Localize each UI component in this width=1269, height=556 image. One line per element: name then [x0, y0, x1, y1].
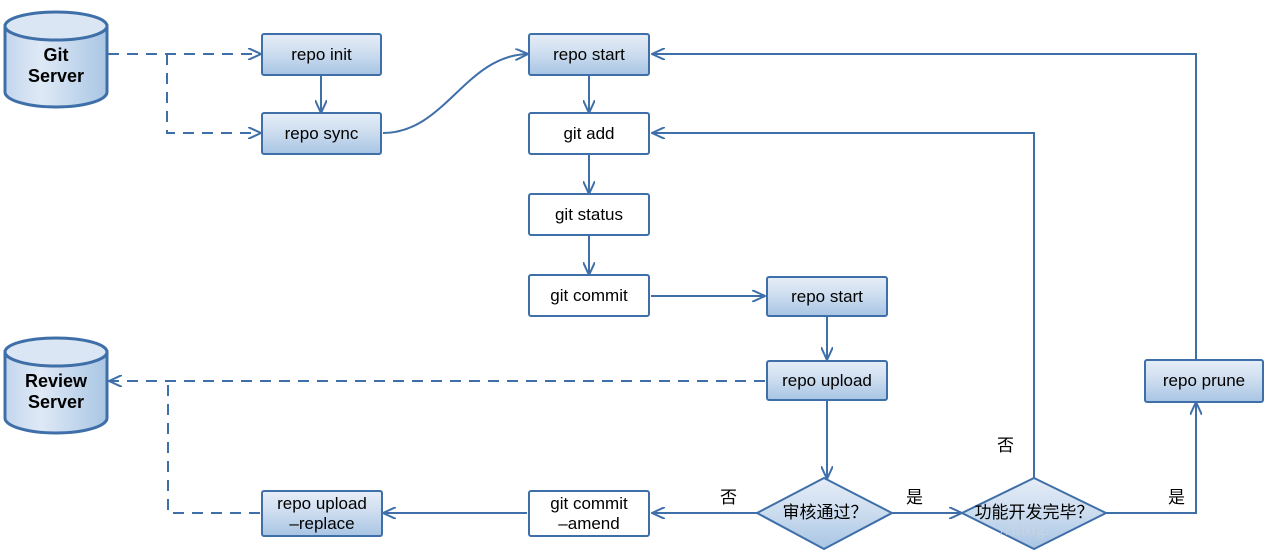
- node-repo-start-mid[interactable]: repo start: [766, 276, 888, 317]
- node-git-commit-label: git commit: [550, 285, 628, 305]
- node-repo-start-mid-label: repo start: [791, 286, 863, 306]
- node-git-add[interactable]: git add: [528, 112, 650, 155]
- node-git-add-label: git add: [563, 123, 615, 143]
- node-git-commit-amend-label-line1: git commit: [550, 493, 628, 513]
- datastore-git-server[interactable]: Git Server: [5, 26, 107, 106]
- node-git-commit-amend-label-line2: –amend: [558, 513, 620, 533]
- watermark-text: //blog.: [1000, 520, 1051, 539]
- node-repo-sync-label: repo sync: [284, 123, 359, 143]
- node-repo-upload[interactable]: repo upload: [766, 360, 888, 401]
- edge-label-review-passed-yes: 是: [906, 488, 923, 507]
- edge-reposync-to-repostart: [382, 54, 527, 134]
- node-repo-prune[interactable]: repo prune: [1144, 359, 1264, 403]
- node-repo-init-label: repo init: [291, 44, 352, 64]
- node-git-commit-amend[interactable]: git commit –amend: [528, 490, 650, 537]
- decision-shapes: [754, 476, 1109, 551]
- node-repo-start-top-label: repo start: [553, 44, 625, 64]
- node-review-passed[interactable]: 审核通过？: [757, 495, 893, 531]
- edge-label-review-passed-no: 否: [720, 488, 737, 507]
- datastore-shapes: [3, 10, 109, 435]
- edge-label-feature-done-no: 否: [997, 436, 1014, 455]
- node-repo-prune-label: repo prune: [1162, 371, 1246, 391]
- review-passed-shape[interactable]: [754, 476, 895, 551]
- git-server-shape: [3, 10, 109, 109]
- node-repo-upload-label: repo upload: [782, 370, 872, 390]
- feature-done-shape[interactable]: [959, 476, 1109, 551]
- edge-gitserver-to-reposync: [166, 54, 260, 133]
- review-server-shape: [3, 336, 109, 435]
- node-feature-done-label: 功能开发完毕？: [974, 503, 1094, 523]
- node-repo-upload-replace-label-line2: –replace: [289, 513, 355, 533]
- edge-featuredone-yes-to-repoprune: [1106, 403, 1196, 514]
- node-repo-upload-replace[interactable]: repo upload –replace: [261, 490, 383, 537]
- datastore-review-server[interactable]: Review Server: [5, 352, 107, 432]
- edge-repoprune-to-repostart: [653, 54, 1197, 360]
- node-git-status-label: git status: [554, 204, 624, 224]
- node-repo-start-top[interactable]: repo start: [528, 33, 650, 76]
- node-feature-done[interactable]: 功能开发完毕？: [962, 495, 1106, 531]
- edge-featuredone-no-to-gitadd: [653, 133, 1035, 478]
- review-server-label-line1: Review: [24, 371, 88, 392]
- edge-label-feature-done-yes: 是: [1168, 488, 1185, 507]
- edge-repouploadreplace-to-reviewserver: [167, 381, 260, 514]
- node-repo-upload-replace-label-line1: repo upload: [277, 493, 367, 513]
- git-server-label-line2: Server: [27, 66, 85, 86]
- node-repo-init[interactable]: repo init: [261, 33, 382, 76]
- node-git-status[interactable]: git status: [528, 193, 650, 236]
- node-review-passed-label: 审核通过？: [782, 503, 868, 523]
- review-server-label-line2: Server: [27, 392, 85, 412]
- node-git-commit[interactable]: git commit: [528, 274, 650, 317]
- node-repo-sync[interactable]: repo sync: [261, 112, 382, 155]
- git-server-label-line1: Git: [43, 45, 69, 66]
